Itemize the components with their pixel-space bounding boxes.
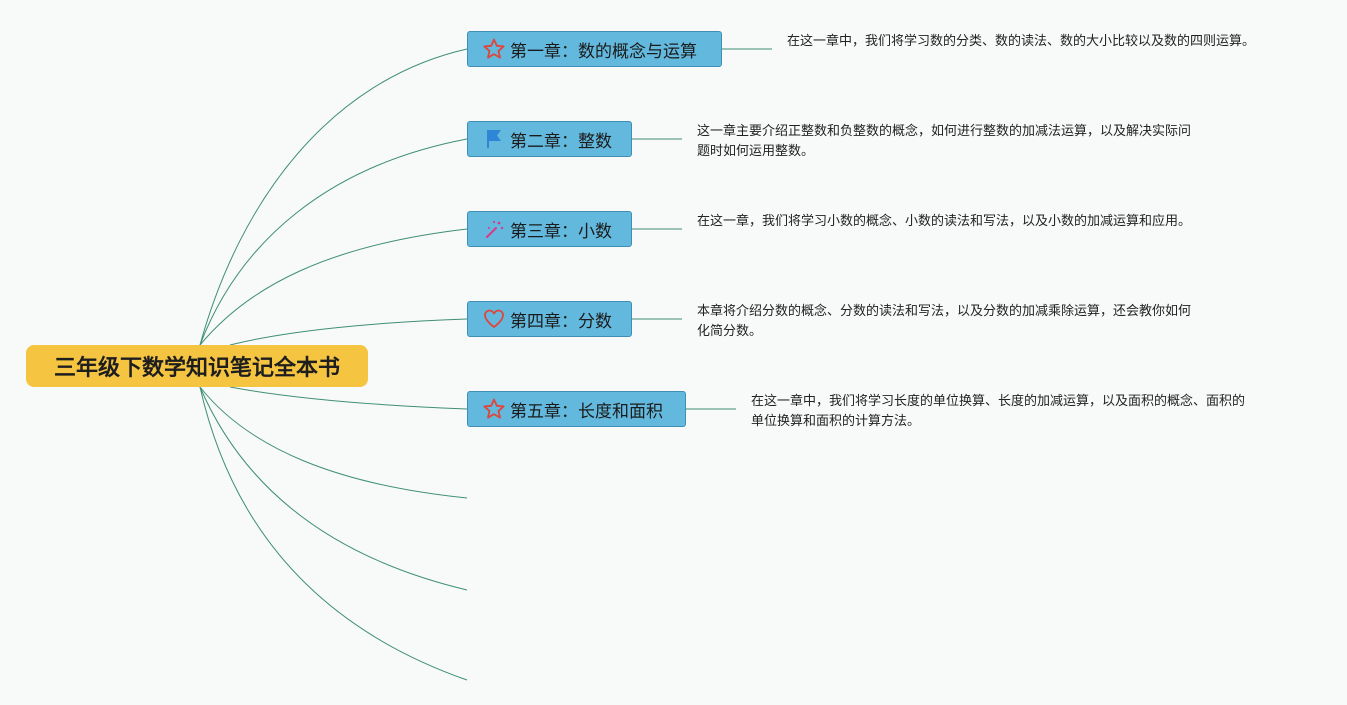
chapter-4-title: 第四章：分数 (510, 311, 612, 332)
chapter-1-topic[interactable]: 第一章：数的概念与运算 (467, 31, 722, 67)
branch-line-chapter-4 (229, 318, 468, 346)
chapter-5-note: 在这一章中，我们将学习长度的单位换算、长度的加减运算，以及面积的概念、面积的单位… (751, 394, 1246, 429)
branch-line-chapter-3 (199, 228, 468, 346)
branch-line-empty-2 (199, 386, 468, 591)
chapter-5-topic[interactable]: 第五章：长度和面积 (467, 391, 686, 427)
heart-icon (482, 307, 506, 331)
chapter-2-topic[interactable]: 第二章：整数 (467, 121, 632, 157)
chapter-1-title: 第一章：数的概念与运算 (510, 41, 697, 62)
branch-line-chapter-1 (199, 48, 468, 346)
branch-line-empty-1 (199, 386, 468, 499)
chapter-4-note: 本章将介绍分数的概念、分数的读法和写法，以及分数的加减乘除运算，还会教你如何化简… (697, 304, 1192, 339)
branch-line-chapter-5 (229, 386, 468, 410)
chapter-2-note: 这一章主要介绍正整数和负整数的概念，如何进行整数的加减法运算，以及解决实际问题时… (697, 124, 1192, 159)
chapter-4-topic[interactable]: 第四章：分数 (467, 301, 632, 337)
chapter-2-title: 第二章：整数 (510, 131, 612, 152)
flag-icon (482, 127, 506, 151)
chapter-3-title: 第三章：小数 (510, 221, 612, 242)
chapter-1-note: 在这一章中，我们将学习数的分类、数的读法、数的大小比较以及数的四则运算。 (787, 34, 1256, 49)
root-topic[interactable]: 三年级下数学知识笔记全本书 (26, 345, 368, 387)
chapter-3-note: 在这一章，我们将学习小数的概念、小数的读法和写法，以及小数的加减运算和应用。 (697, 214, 1192, 229)
star-icon (482, 37, 506, 61)
branch-line-chapter-2 (199, 138, 468, 346)
branch-line-empty-3 (199, 386, 468, 681)
chapter-3-topic[interactable]: 第三章：小数 (467, 211, 632, 247)
magic-wand-icon (482, 217, 506, 241)
chapter-5-title: 第五章：长度和面积 (510, 401, 663, 422)
star-icon (482, 397, 506, 421)
root-topic-label: 三年级下数学知识笔记全本书 (53, 356, 340, 381)
